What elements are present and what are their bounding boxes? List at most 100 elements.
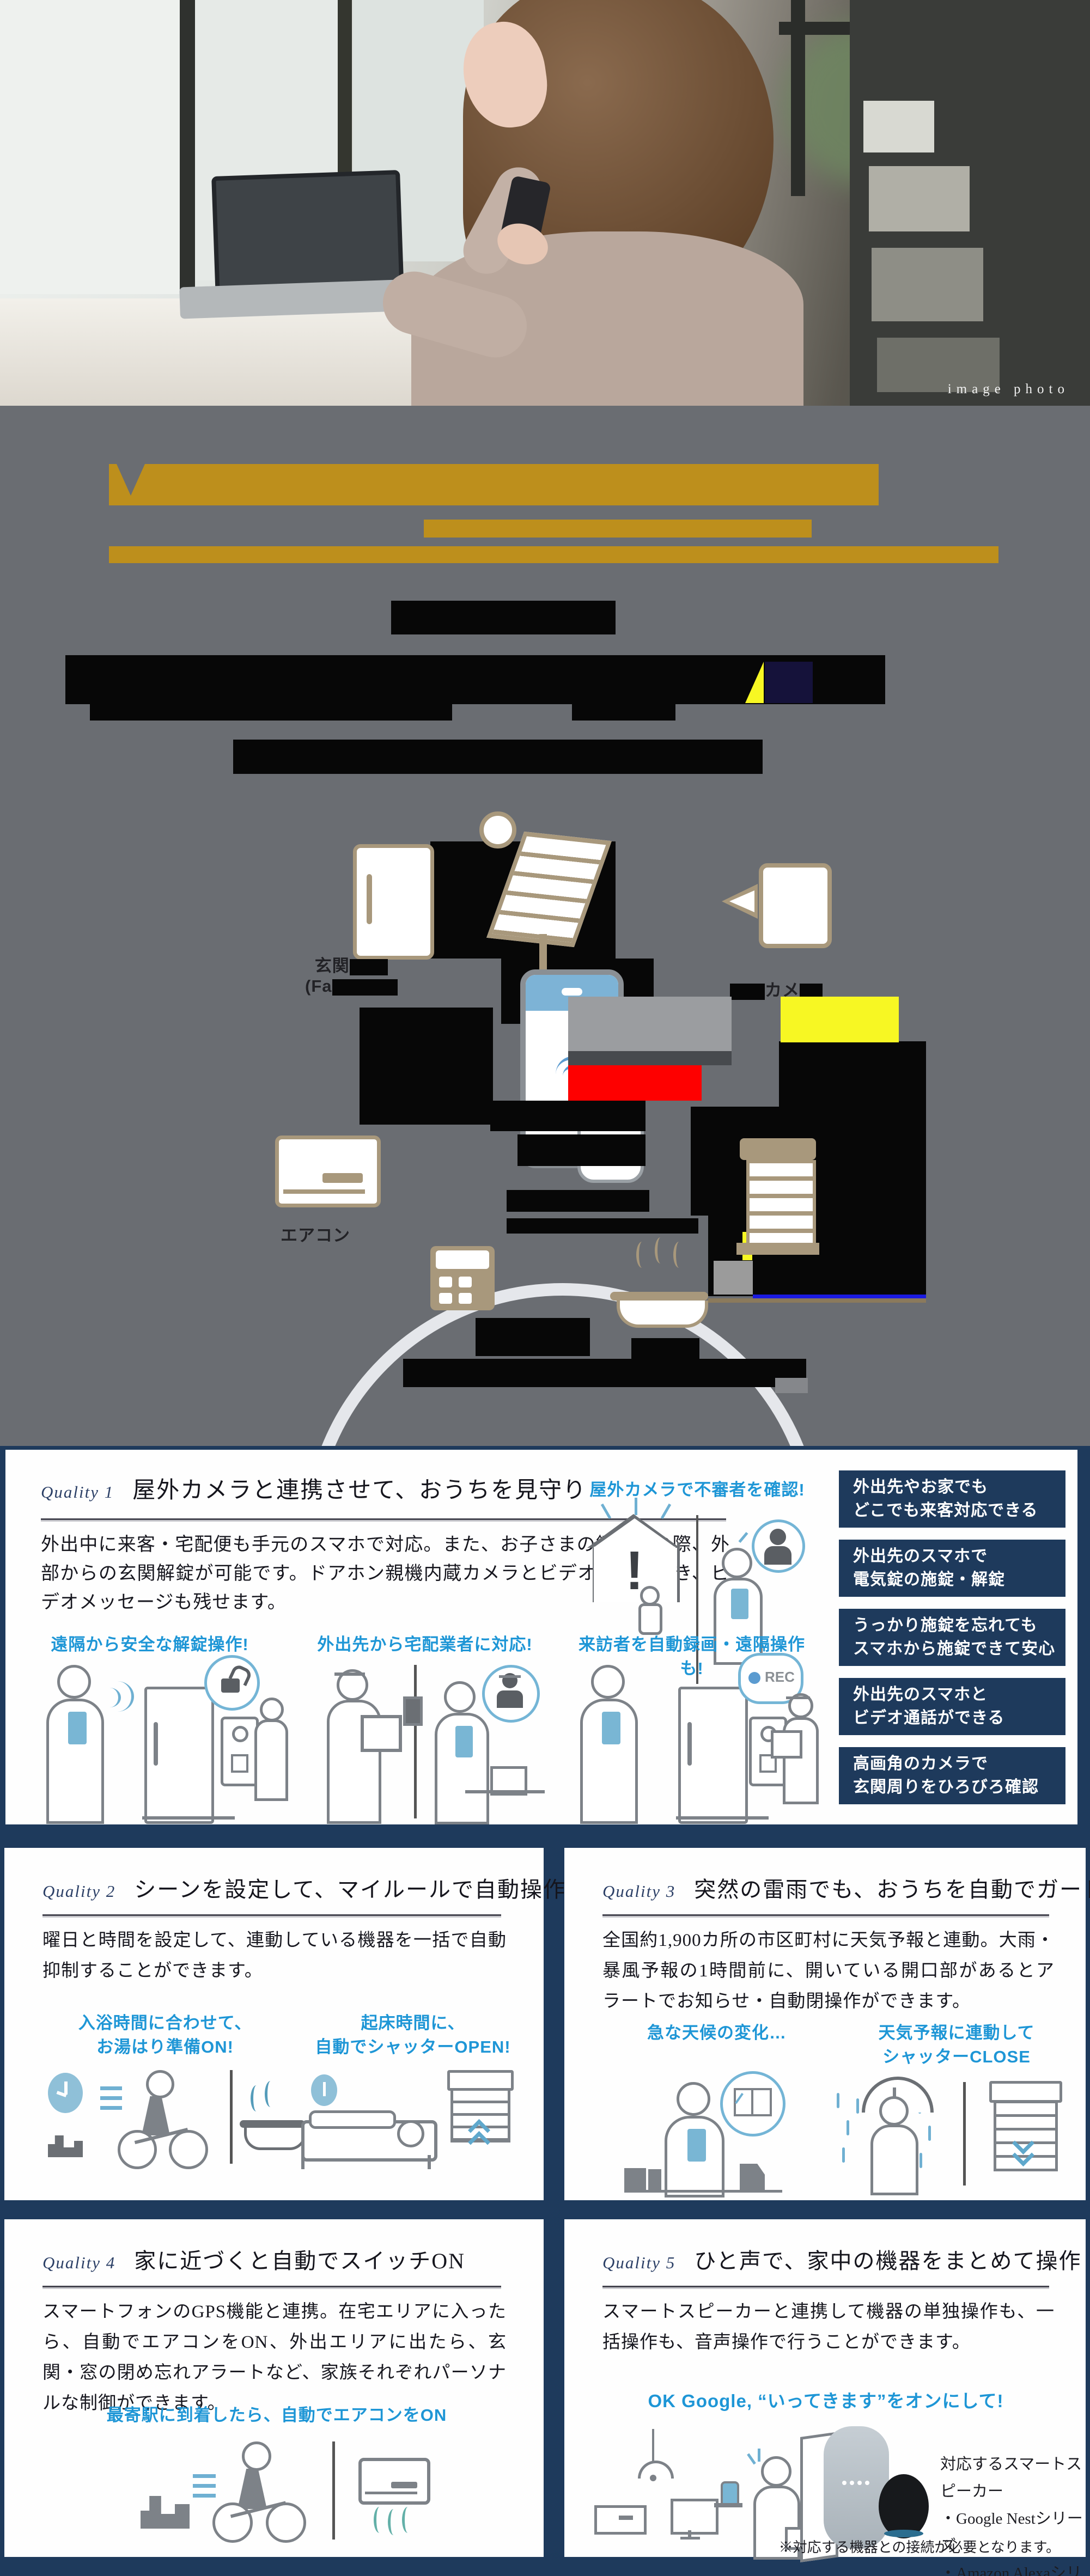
gray-glitch-block (568, 997, 732, 1051)
headline-notch (117, 464, 145, 496)
quality1-label: Quality 1 (41, 1482, 114, 1501)
supported-speakers-text: 対応するスマートスピーカー ・Google Nestシリーズ ・Amazon A… (940, 2456, 1083, 2576)
red-glitch-block (568, 1065, 702, 1101)
bicycle-wheel (118, 2130, 157, 2169)
sideboard-icon (594, 2505, 647, 2535)
water-heater-icon (430, 1246, 495, 1310)
hero-photo: image photo (0, 0, 1090, 406)
window-bubble (720, 2071, 785, 2137)
redacted-block (476, 1318, 590, 1356)
quality2-card: Quality 2 シーンを設定して、マイルールで自動操作 曜日と時間を設定して… (4, 1848, 565, 2200)
intercom-panel-icon (221, 1717, 259, 1786)
redacted-block (490, 1101, 646, 1131)
person-icon (879, 2096, 909, 2126)
window-mullion (180, 0, 195, 305)
house-alert-illustration: ! (587, 1498, 806, 1689)
suspicious-person-bubble (752, 1519, 805, 1573)
redacted-text-block (391, 601, 616, 634)
bathtub-icon (610, 1237, 708, 1328)
tan-glitch-line (708, 1298, 926, 1303)
quality3-caption-1: 急な天候の変化… (647, 2023, 787, 2042)
redacted-block (507, 1190, 649, 1212)
courier-bubble (482, 1665, 540, 1723)
quality2-body: 曜日と時間を設定して、連動している機器を一括で自動抑制することができます。 (42, 1931, 507, 1981)
shelf-box (863, 101, 934, 152)
bath-schedule-illustration (48, 2070, 306, 2174)
quality1-caption-1: 遠隔から安全な解錠操作! (51, 1635, 249, 1654)
redacted-text-block (233, 740, 763, 774)
doorbell-icon (403, 1696, 423, 1726)
sleeper-icon (397, 2120, 424, 2147)
quality4-label: Quality 4 (42, 2253, 116, 2272)
quality3-title: 突然の雷雨でも、おうちを自動でガード (694, 1877, 1090, 1902)
quality1-rule (41, 1518, 726, 1520)
yellow-glitch-block (781, 997, 899, 1042)
redacted-block (403, 1359, 806, 1387)
auto-record-illustration: REC (580, 1653, 819, 1824)
person-icon (761, 2456, 791, 2487)
remote-unlock-illustration (46, 1655, 288, 1824)
amazon-alexa-speaker (879, 2474, 929, 2538)
benefit-box-1: 外出先やお家でも どこでも来客対応できる (839, 1470, 1065, 1528)
shelf-box (869, 166, 970, 231)
quality1-panel: Quality 1 屋外カメラと連携させて、おうちを見守り 外出中に来客・宅配便… (5, 1450, 1077, 1824)
redacted-block (517, 1134, 646, 1166)
door-icon (678, 1687, 748, 1824)
shutter-close-illustration (837, 2077, 1065, 2195)
quality3-card: Quality 3 突然の雷雨でも、おうちを自動でガード 全国約1,900カ所の… (564, 1848, 1090, 2200)
yellow-glitch-triangle (745, 662, 764, 703)
quality2-title: シーンを設定して、マイルールで自動操作 (134, 1877, 567, 1902)
window-pane (0, 0, 180, 294)
person-icon (591, 1665, 625, 1699)
person-icon (444, 1681, 476, 1713)
quality5-rule (602, 2286, 1049, 2287)
aircon-icon (275, 1136, 381, 1207)
redacted-block (779, 1041, 926, 1107)
shutter-icon (447, 2070, 514, 2157)
speaker-note: ※対応する機器との接続が必要となります。 (778, 2540, 1060, 2555)
window-frame (791, 0, 805, 196)
quality3-label: Quality 3 (602, 1882, 676, 1901)
bicycle-wheel (169, 2130, 208, 2169)
shelf-box (872, 248, 983, 321)
benefit-box-4: 外出先のスマホと ビデオ通話ができる (839, 1678, 1065, 1735)
aircon-label: エアコン (281, 1226, 350, 1245)
blue-glitch-line (753, 1295, 926, 1298)
gray-glitch-block (714, 1261, 753, 1295)
person-icon (677, 2082, 710, 2116)
quality3-caption-2: 天気予報に連動して シャッターCLOSE (878, 2023, 1035, 2066)
rec-label: REC (765, 1669, 795, 1685)
door-lock-icon (353, 844, 434, 960)
google-nest-speaker (824, 2426, 889, 2549)
quality2-rule (42, 1914, 501, 1916)
quality4-rule (42, 2286, 501, 2287)
quality1-caption-top: 屋外カメラで不審者を確認! (589, 1480, 805, 1499)
cyclist-icon (242, 2441, 271, 2471)
quality5-caption: OK Google, “いってきます”をオンにして! (648, 2391, 1004, 2411)
gray-note-fragment (775, 1378, 808, 1393)
unlock-bubble (204, 1655, 260, 1711)
package-icon (771, 1730, 802, 1759)
image-photo-caption: image photo (947, 382, 1069, 396)
visitor-icon (260, 1698, 284, 1722)
lamp-icon (652, 2429, 654, 2462)
quality3-body: 全国約1,900カ所の市区町村に天気予報と連動。大雨・暴風予報の1時間前に、開い… (602, 1931, 1055, 2011)
quality5-title: ひと声で、家中の機器をまとめて操作 (694, 2249, 1082, 2273)
benefit-box-3: うっかり施錠を忘れても スマホから施錠できて安心 (839, 1609, 1065, 1666)
quality1-title: 屋外カメラと連携させて、おうちを見守り (132, 1478, 587, 1503)
shutter-icon (989, 2081, 1062, 2182)
quality1-caption-2: 外出先から宅配業者に対応! (317, 1635, 533, 1654)
quality4-caption: 最寄駅に到着したら、自動でエアコンをON (106, 2406, 447, 2425)
subheadline-block (424, 520, 812, 538)
courier-response-illustration (327, 1665, 545, 1824)
bathtub-icon (240, 2120, 305, 2128)
quality2-caption-1: 入浴時間に合わせて、 お湯はり準備ON! (78, 2013, 252, 2056)
quality4-title: 家に近づくと自動でスイッチON (134, 2249, 466, 2273)
tv-icon (671, 2499, 718, 2535)
quality5-card: Quality 5 ひと声で、家中の機器をまとめて操作 スマートスピーカーと連携… (564, 2219, 1086, 2576)
quality1-caption-3: 来訪者を自動録画・遠隔操作も! (579, 1635, 805, 1678)
person-icon (722, 1548, 752, 1578)
benefit-box-2: 外出先のスマホで 電気錠の施錠・解錠 (839, 1540, 1065, 1597)
camera-icon (705, 863, 832, 956)
